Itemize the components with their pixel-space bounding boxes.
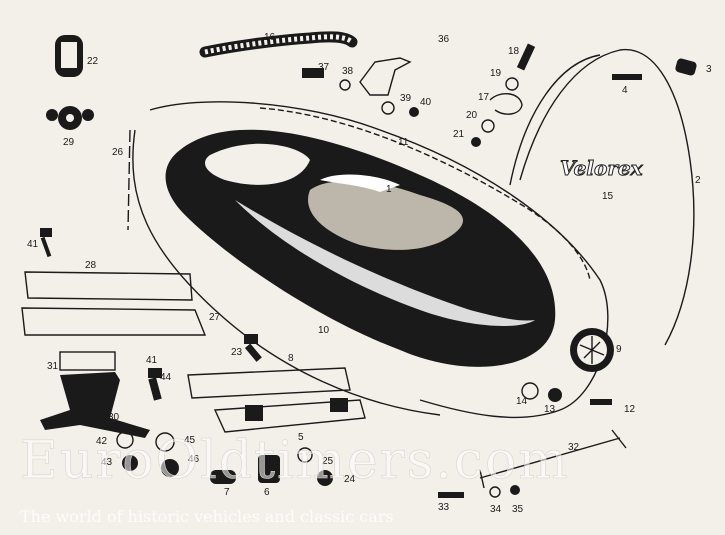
label-9: 9: [616, 344, 622, 355]
label-46: 46: [188, 454, 200, 465]
label-41-mid: 41: [146, 355, 158, 366]
trim-strip-26: [127, 129, 131, 231]
bolt-41-mid: [148, 368, 162, 401]
label-2: 2: [695, 175, 701, 186]
label-32: 32: [568, 442, 580, 453]
label-42: 42: [96, 436, 108, 447]
trim-strip-2: [519, 49, 695, 346]
label-10: 10: [318, 325, 330, 336]
label-21: 21: [453, 129, 465, 140]
label-30: 30: [108, 412, 120, 423]
bolts-33-35: [438, 485, 520, 498]
label-20: 20: [466, 110, 478, 121]
label-23: 23: [231, 347, 243, 358]
label-33: 33: [438, 502, 450, 513]
label-43: 43: [101, 457, 113, 468]
label-35: 35: [512, 504, 524, 515]
front-badge: [570, 328, 614, 372]
label-37: 37: [318, 62, 330, 73]
label-8: 8: [288, 353, 294, 364]
label-39: 39: [400, 93, 412, 104]
watermark-tagline: The world of historic vehicles and class…: [20, 507, 394, 526]
label-24: 24: [344, 474, 356, 485]
bolt-23: [244, 334, 262, 362]
bracket-30: [40, 351, 150, 438]
outer-rim: [132, 101, 609, 419]
label-38: 38: [342, 66, 354, 77]
plate-28: [24, 271, 193, 301]
label-41-left: 41: [27, 239, 39, 250]
label-44: 44: [160, 372, 172, 383]
label-3: 3: [706, 64, 712, 75]
bracket-36: [359, 57, 412, 96]
label-12: 12: [624, 404, 636, 415]
label-6: 6: [264, 487, 270, 498]
label-26: 26: [112, 147, 124, 158]
label-40: 40: [420, 97, 432, 108]
velorex-logo: Velorex: [560, 156, 644, 180]
label-36: 36: [438, 34, 450, 45]
label-17: 17: [478, 92, 490, 103]
label-16: 16: [264, 32, 276, 43]
body-shell: [165, 129, 556, 367]
label-7: 7: [224, 487, 230, 498]
label-29: 29: [63, 137, 75, 148]
bolt-41-left: [40, 228, 52, 258]
label-1: 1: [386, 184, 392, 195]
label-5: 5: [298, 432, 304, 443]
label-22: 22: [87, 56, 99, 67]
label-14: 14: [516, 396, 528, 407]
label-45: 45: [184, 435, 196, 446]
label-25: 25: [322, 456, 334, 467]
label-18: 18: [508, 46, 520, 57]
hose-16: [199, 31, 358, 58]
hardware-cluster: [302, 43, 536, 147]
watermark-site: EuroOldtimers.com: [20, 431, 570, 491]
label-13: 13: [544, 404, 556, 415]
label-11: 11: [398, 137, 409, 148]
plate-27: [21, 307, 207, 336]
label-27: 27: [209, 312, 221, 323]
label-34: 34: [490, 504, 502, 515]
tie-rod-32: [479, 437, 621, 479]
switch-22: [55, 35, 83, 77]
wing-nut-29: [46, 106, 94, 130]
part-labels: 1 2 3 4 5 6 7 8 9 10 11 12 13 14 15 16 1…: [27, 32, 712, 515]
bolt-4: [612, 74, 642, 80]
trim-strip-15: [509, 54, 601, 186]
label-31: 31: [47, 361, 59, 372]
label-19: 19: [490, 68, 502, 79]
mount-plate-5: [213, 399, 366, 433]
label-28: 28: [85, 260, 97, 271]
label-4: 4: [622, 85, 628, 96]
cap-3: [675, 58, 697, 76]
small-parts: [116, 382, 612, 486]
label-15: 15: [602, 191, 614, 202]
plate-8: [187, 367, 351, 399]
